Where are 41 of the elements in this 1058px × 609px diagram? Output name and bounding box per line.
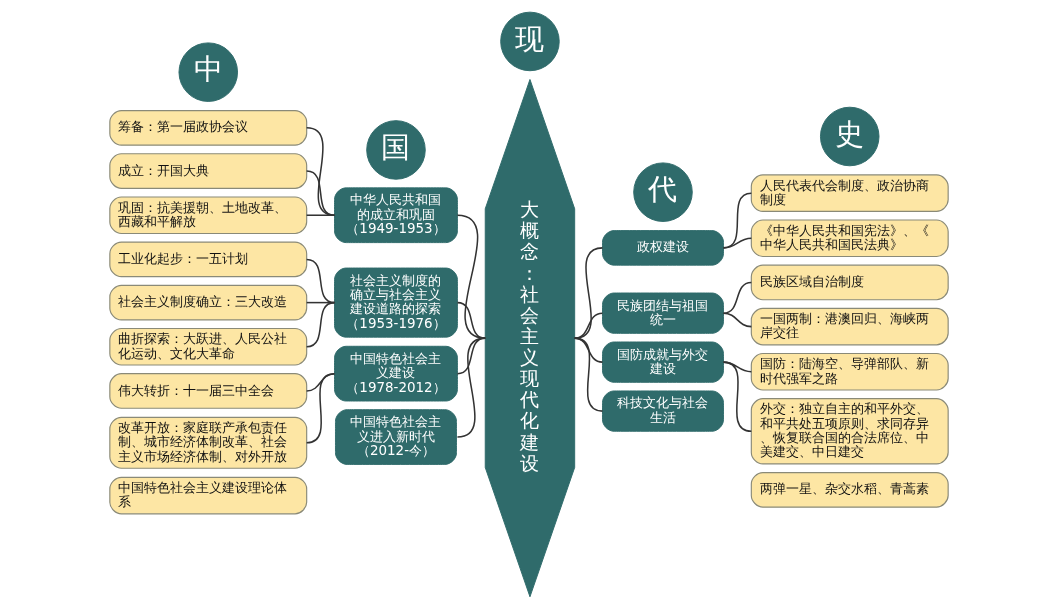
connector — [456, 337, 487, 438]
node-box: 民族团结与祖国统一 — [602, 292, 724, 334]
connector — [722, 281, 753, 314]
node-box: 中华人民共和国的成立和巩固（1949-1953） — [334, 187, 458, 244]
node-box: 民族区域自治制度 — [750, 264, 949, 301]
connector — [305, 214, 336, 216]
connector — [305, 372, 336, 444]
node-box: 外交：独立自主的和平外交、和平共处五项原则、求同存异、恢复联合国的合法席位、中美建交、中日建交 — [750, 398, 949, 465]
node-box: 国防成就与外交建设 — [602, 341, 724, 383]
node-box: 巩固：抗美援朝、土地改革、西藏和平解放 — [109, 196, 308, 235]
node-box: 两弹一星、杂交水稻、青蒿素 — [750, 472, 949, 508]
node-box: 科技文化与社会生活 — [602, 390, 724, 432]
node-box: 筹备：第一届政协会议 — [109, 110, 308, 146]
node-box: 改革开放：家庭联产承包责任制、城市经济体制改革、社会主义市场经济体制、对外开放 — [109, 416, 308, 469]
connector — [722, 192, 753, 249]
connector — [305, 127, 336, 216]
node-box: 中国特色社会主义建设理论体系 — [109, 476, 308, 515]
node-box: 《中华人民共和国宪法》、《中华人民共和国民法典》 — [750, 219, 949, 258]
node-box: 工业化起步：一五计划 — [109, 241, 308, 278]
node-box: 伟大转折：十一届三中全会 — [109, 373, 308, 409]
node-circle: 史 — [819, 106, 880, 167]
connector — [722, 361, 753, 433]
node-circle: 国 — [366, 120, 426, 180]
connector — [722, 312, 753, 328]
node-box: 成立：开国大典 — [109, 153, 308, 189]
node-box: 中国特色社会主义进入新时代（2012-今） — [335, 409, 457, 465]
node-box: 社会主义制度确立：三大改造 — [109, 284, 308, 321]
node-box: 社会主义制度的确立与社会主义建设道路的探索（1953-1976） — [334, 267, 458, 338]
connector — [305, 301, 336, 348]
node-box: 政权建设 — [602, 230, 724, 266]
node-box: 国防：陆海空、导弹部队、新时代强军之路 — [750, 352, 949, 391]
node-circle: 现 — [500, 11, 560, 72]
node-box: 一国两制：港澳回归、海峡两岸交往 — [750, 307, 949, 346]
node-box: 中国特色社会主义建设（1978-2012） — [334, 345, 458, 402]
connector — [722, 237, 753, 249]
node-box: 人民代表代会制度、政治协商制度 — [750, 174, 949, 212]
connector — [305, 170, 336, 216]
node-circle: 代 — [633, 162, 693, 222]
node-circle: 中 — [178, 42, 239, 102]
node-box: 曲折探索：大跃进、人民公社化运动、文化大革命 — [109, 327, 308, 366]
connector — [573, 337, 604, 412]
